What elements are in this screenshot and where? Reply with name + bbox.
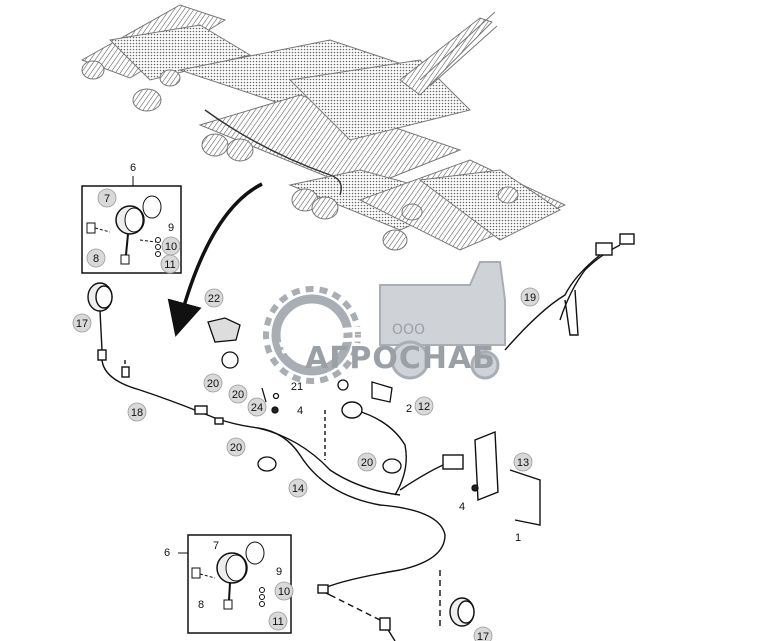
callout-label: 19 <box>524 292 536 304</box>
tractor-gear-logo-icon <box>263 261 506 384</box>
callout-c8a: 8 <box>86 248 106 268</box>
callout-c14: 14 <box>288 478 308 498</box>
callout-bubble <box>288 478 308 498</box>
callout-label: 10 <box>278 586 290 598</box>
callout-label: 20 <box>361 457 373 469</box>
detail-arrow <box>167 182 263 337</box>
callout-c7a: 7 <box>97 188 117 208</box>
watermark-prefix: ООО <box>392 322 425 338</box>
callout-label: 12 <box>418 401 430 413</box>
callout-bubble <box>72 313 92 333</box>
callout-label: 17 <box>76 318 88 330</box>
small-parts <box>207 317 479 492</box>
callout-c21: 21 <box>291 381 303 393</box>
watermark-logo: ООО АГРОСНАБ <box>263 261 506 384</box>
callout-c6b: 6 <box>164 547 170 559</box>
callout-label: 20 <box>232 389 244 401</box>
callout-label: 24 <box>251 402 263 414</box>
callout-bubble <box>414 396 434 416</box>
machine-illustration <box>80 4 567 251</box>
callout-c4a: 4 <box>297 405 303 417</box>
callout-bubble <box>247 397 267 417</box>
callout-bubble <box>513 452 533 472</box>
callout-label: 8 <box>198 599 204 611</box>
callout-bubble <box>357 452 377 472</box>
callout-label: 4 <box>459 501 465 513</box>
callout-label: 20 <box>207 378 219 390</box>
callout-c10b: 10 <box>274 581 294 601</box>
callout-label: 21 <box>291 381 303 393</box>
callout-c9a: 9 <box>168 222 174 234</box>
callout-label: 9 <box>168 222 174 234</box>
callout-bubble <box>473 626 493 641</box>
callout-c7b: 7 <box>213 540 219 552</box>
callout-c18: 18 <box>127 402 147 422</box>
callout-c11b: 11 <box>268 611 288 631</box>
callout-c24: 24 <box>247 397 267 417</box>
callout-c20c: 20 <box>226 437 246 457</box>
callout-label: 11 <box>164 259 175 271</box>
callout-c19: 19 <box>520 287 540 307</box>
callout-bubble <box>226 437 246 457</box>
callout-label: 6 <box>130 162 136 174</box>
callout-label: 13 <box>517 457 529 469</box>
callout-label: 6 <box>164 547 170 559</box>
callout-label: 14 <box>292 483 304 495</box>
callout-c1: 1 <box>515 532 521 544</box>
callout-bubble <box>228 384 248 404</box>
callout-c20a: 20 <box>203 373 223 393</box>
callout-layer: 6 7 8 9 10 11 17 18 22 20 20 21 24 4 20 14 19 2 12 20 13 4 1 6 7… <box>72 162 540 641</box>
callout-label: 17 <box>477 631 489 641</box>
callout-bubble <box>203 373 223 393</box>
callout-c12: 12 <box>414 396 434 416</box>
callout-c8b: 8 <box>198 599 204 611</box>
callout-c20d: 20 <box>357 452 377 472</box>
callout-c9b: 9 <box>276 566 282 578</box>
callout-bubble <box>204 288 224 308</box>
callout-label: 8 <box>93 253 99 265</box>
callout-label: 4 <box>297 405 303 417</box>
callout-c4b: 4 <box>459 501 465 513</box>
callout-label: 2 <box>406 403 412 415</box>
callout-label: 7 <box>104 193 110 205</box>
callout-c17b: 17 <box>473 626 493 641</box>
callout-c17a: 17 <box>72 313 92 333</box>
watermark-company-name: АГРОСНАБ <box>305 341 496 376</box>
callout-label: 11 <box>272 616 283 628</box>
callout-label: 1 <box>515 532 521 544</box>
callout-label: 7 <box>213 540 219 552</box>
callout-bubble <box>268 611 288 631</box>
callout-c11a: 11 <box>160 254 180 274</box>
callout-label: 10 <box>165 241 177 253</box>
callout-bubble <box>86 248 106 268</box>
callout-c2: 2 <box>406 403 412 415</box>
callout-bubble <box>520 287 540 307</box>
callout-bubble <box>274 581 294 601</box>
callout-label: 18 <box>131 407 143 419</box>
callout-label: 20 <box>230 442 242 454</box>
callout-c13: 13 <box>513 452 533 472</box>
callout-c6a: 6 <box>130 162 136 174</box>
callout-label: 22 <box>208 293 220 305</box>
lamp-detail-box-bottom <box>178 534 292 634</box>
callout-bubble <box>127 402 147 422</box>
callout-c10a: 10 <box>161 236 181 256</box>
callout-bubble <box>160 254 180 274</box>
callout-label: 9 <box>276 566 282 578</box>
callout-c20b: 20 <box>228 384 248 404</box>
callout-bubble <box>97 188 117 208</box>
lamp-detail-box-top <box>81 176 182 274</box>
callout-c22: 22 <box>204 288 224 308</box>
wire-harness <box>87 233 635 641</box>
